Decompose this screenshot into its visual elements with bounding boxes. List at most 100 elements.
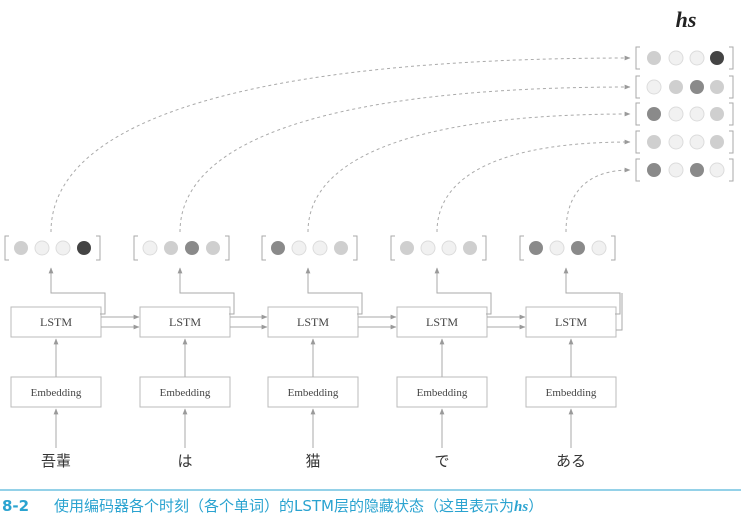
caption-hs: hs xyxy=(514,499,528,515)
hs-row xyxy=(635,102,734,126)
bracket-right xyxy=(225,235,230,261)
hidden-cell xyxy=(271,241,285,255)
bracket-right xyxy=(353,235,358,261)
hidden-cell xyxy=(34,240,50,256)
token-label: は xyxy=(177,452,192,470)
hidden-cell xyxy=(420,240,436,256)
bracket-left xyxy=(635,130,640,154)
embedding-label: Embedding xyxy=(288,387,339,399)
bracket-right xyxy=(729,75,734,99)
bracket-left xyxy=(261,235,266,261)
hidden-cell xyxy=(463,241,477,255)
hs-cell xyxy=(690,80,704,94)
hs-cell xyxy=(710,51,724,65)
bracket-right xyxy=(729,102,734,126)
hidden-state-arcs xyxy=(50,55,631,233)
hidden-cell xyxy=(206,241,220,255)
embedding-label: Embedding xyxy=(417,387,468,399)
bracket-left xyxy=(133,235,138,261)
hs-cell xyxy=(710,80,724,94)
hs-cell xyxy=(647,107,661,121)
hidden-cell xyxy=(441,240,457,256)
bracket-left xyxy=(635,102,640,126)
hs-cell xyxy=(647,163,661,177)
hidden-cell xyxy=(164,241,178,255)
hidden-state-vector xyxy=(133,235,230,261)
dashed-arc xyxy=(307,111,631,233)
hidden-cell xyxy=(591,240,607,256)
token-label: 吾輩 xyxy=(41,452,71,470)
hs-cell xyxy=(669,80,683,94)
bracket-right xyxy=(96,235,101,261)
hs-cell xyxy=(689,134,705,150)
embedding-box xyxy=(267,376,359,408)
hidden-state-vector xyxy=(4,235,101,261)
token-label: で xyxy=(434,452,449,470)
hidden-cell xyxy=(529,241,543,255)
encoder-step: は Embedding LSTM xyxy=(133,235,268,470)
arrow xyxy=(48,267,106,315)
hs-cell xyxy=(668,162,684,178)
dashed-arc xyxy=(565,167,631,233)
hs-cell xyxy=(668,134,684,150)
dashed-arc xyxy=(436,139,631,233)
embedding-box xyxy=(139,376,231,408)
bracket-left xyxy=(635,75,640,99)
hs-cell xyxy=(646,79,662,95)
embedding-label: Embedding xyxy=(546,387,597,399)
hidden-cell xyxy=(312,240,328,256)
encoder-step: ある Embedding LSTM xyxy=(519,235,623,470)
hs-cell xyxy=(710,107,724,121)
arrow xyxy=(563,267,621,315)
hs-cell xyxy=(668,50,684,66)
hs-cell xyxy=(689,106,705,122)
bracket-left xyxy=(519,235,524,261)
lstm-label: LSTM xyxy=(555,315,587,329)
hs-cell xyxy=(710,135,724,149)
bracket-left xyxy=(390,235,395,261)
caption-number: 8-2 xyxy=(2,497,29,515)
hidden-cell xyxy=(185,241,199,255)
hs-row xyxy=(635,75,734,99)
lstm-box xyxy=(267,306,359,338)
hidden-state-vector xyxy=(390,235,487,261)
hs-cell xyxy=(689,50,705,66)
bracket-left xyxy=(635,158,640,182)
bracket-right xyxy=(729,130,734,154)
encoder-columns: 吾輩 Embedding LSTM は Embedding LSTM 猫 Embedding L… xyxy=(4,235,623,470)
caption-close: ） xyxy=(528,497,543,515)
hs-row xyxy=(635,158,734,182)
token-label: ある xyxy=(556,452,586,470)
lstm-box xyxy=(10,306,102,338)
hidden-cell xyxy=(14,241,28,255)
bracket-left xyxy=(4,235,9,261)
bracket-right xyxy=(611,235,616,261)
bracket-right xyxy=(482,235,487,261)
hidden-cell xyxy=(400,241,414,255)
hs-title: hs xyxy=(676,7,697,32)
hs-row xyxy=(635,46,734,70)
embedding-label: Embedding xyxy=(31,387,82,399)
lstm-box xyxy=(139,306,231,338)
caption-text: 使用编码器各个时刻（各个单词）的LSTM层的隐藏状态（这里表示为hs） xyxy=(54,497,543,515)
hidden-cell xyxy=(549,240,565,256)
lstm-label: LSTM xyxy=(169,315,201,329)
bracket-right xyxy=(729,46,734,70)
arrow xyxy=(177,267,235,315)
hidden-state-vector xyxy=(519,235,616,261)
hs-cell xyxy=(690,163,704,177)
bracket-left xyxy=(635,46,640,70)
bracket-right xyxy=(729,158,734,182)
arrow xyxy=(434,267,492,315)
token-label: 猫 xyxy=(305,452,320,470)
embedding-box xyxy=(525,376,617,408)
hidden-cell xyxy=(55,240,71,256)
hs-matrix xyxy=(635,46,734,182)
hs-cell xyxy=(709,162,725,178)
embedding-label: Embedding xyxy=(160,387,211,399)
lstm-label: LSTM xyxy=(426,315,458,329)
arrow xyxy=(305,267,363,315)
hidden-cell xyxy=(291,240,307,256)
